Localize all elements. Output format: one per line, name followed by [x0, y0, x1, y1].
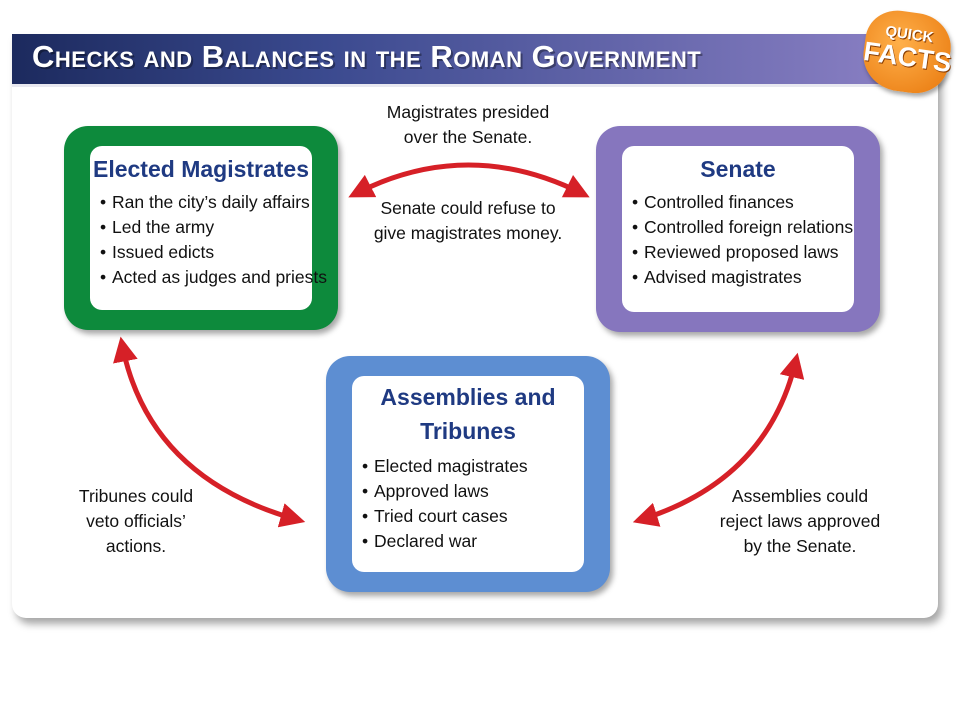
senate-list: Controlled finances Controlled foreign r… — [622, 190, 854, 290]
magistrates-list: Ran the city’s daily affairs Led the arm… — [90, 190, 327, 290]
note-senate-refuse-money: Senate could refuse to give magistrates … — [366, 196, 570, 246]
note-line: Magistrates presided — [386, 102, 550, 122]
arrow-magistrates-assemblies — [113, 336, 306, 528]
title-bar: Checks and Balances in the Roman Governm… — [12, 34, 908, 87]
senate-box-content: Senate Controlled finances Controlled fo… — [622, 146, 854, 312]
assemblies-list: Elected magistrates Approved laws Tried … — [352, 454, 584, 554]
note-line: give magistrates money. — [373, 223, 563, 243]
list-item: Elected magistrates — [362, 454, 584, 479]
list-item: Reviewed proposed laws — [632, 240, 854, 265]
note-assemblies-reject: Assemblies could reject laws approved by… — [698, 484, 902, 559]
assemblies-box: Assemblies and Tribunes Elected magistra… — [326, 356, 610, 592]
note-line: Tribunes could — [78, 486, 194, 506]
magistrates-box-content: Elected Magistrates Ran the city’s daily… — [90, 146, 327, 310]
assemblies-box-content: Assemblies and Tribunes Elected magistra… — [352, 376, 584, 572]
list-item: Acted as judges and priests — [100, 265, 327, 290]
list-item: Led the army — [100, 215, 312, 240]
list-item: Advised magistrates — [632, 265, 854, 290]
list-item: Ran the city’s daily affairs — [100, 190, 312, 215]
note-line: Assemblies could — [731, 486, 869, 506]
list-item: Controlled finances — [632, 190, 854, 215]
arrow-senate-assemblies — [632, 352, 805, 527]
note-line: over the Senate. — [403, 127, 533, 147]
list-item: Controlled foreign relations — [632, 215, 854, 240]
note-line: by the Senate. — [743, 536, 857, 556]
assemblies-title-line2: Tribunes — [420, 418, 516, 444]
list-item: Tried court cases — [362, 504, 584, 529]
list-item: Issued edicts — [100, 240, 312, 265]
note-line: Senate could refuse to — [380, 198, 556, 218]
senate-title: Senate — [700, 156, 776, 182]
magistrates-title: Elected Magistrates — [92, 156, 310, 182]
assemblies-title: Assemblies and Tribunes — [352, 380, 584, 448]
note-magistrates-preside: Magistrates presided over the Senate. — [366, 100, 570, 150]
magistrates-box: Elected Magistrates Ran the city’s daily… — [64, 126, 338, 330]
list-item: Approved laws — [362, 479, 584, 504]
senate-box: Senate Controlled finances Controlled fo… — [596, 126, 880, 332]
assemblies-title-line1: Assemblies and — [380, 384, 556, 410]
note-line: actions. — [105, 536, 167, 556]
arrow-magistrates-senate — [348, 162, 590, 198]
list-item: Declared war — [362, 529, 584, 554]
note-line: veto officials’ — [86, 511, 186, 531]
note-line: reject laws approved — [719, 511, 881, 531]
page-title: Checks and Balances in the Roman Governm… — [32, 39, 702, 74]
note-tribunes-veto: Tribunes could veto officials’ actions. — [60, 484, 212, 559]
